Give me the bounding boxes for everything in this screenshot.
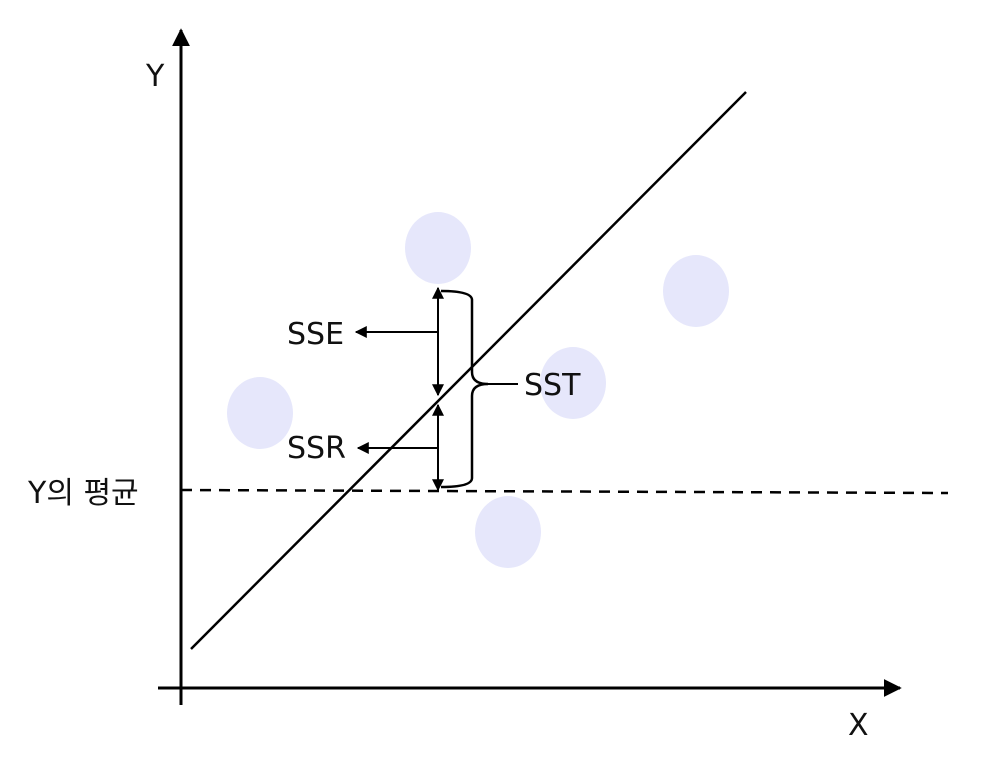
data-point bbox=[663, 255, 729, 327]
data-points bbox=[227, 212, 729, 568]
data-point bbox=[405, 212, 471, 284]
mean-line bbox=[180, 488, 949, 495]
sse-label: SSE bbox=[287, 317, 344, 352]
data-point bbox=[475, 496, 541, 568]
y-axis-label: Y bbox=[145, 59, 165, 94]
sst-brace bbox=[440, 289, 489, 489]
regression-line bbox=[190, 91, 747, 650]
x-axis-label: X bbox=[848, 708, 869, 743]
data-point bbox=[540, 347, 606, 419]
ssr-label: SSR bbox=[287, 431, 346, 466]
data-point bbox=[227, 377, 293, 449]
mean-label: Y의 평균 bbox=[27, 476, 139, 511]
sst-label: SST bbox=[524, 368, 581, 403]
